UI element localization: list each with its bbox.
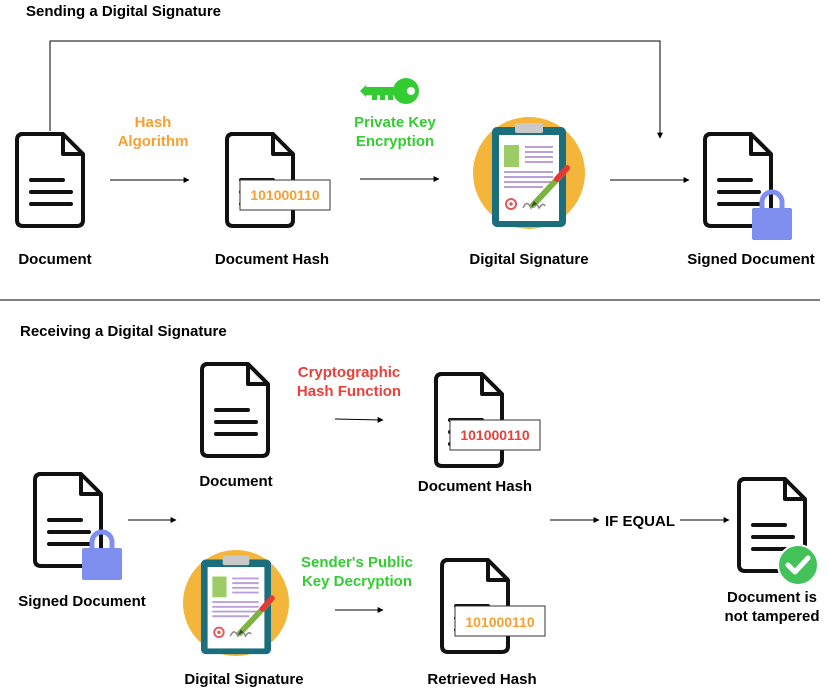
digital-signature-icon	[473, 117, 585, 229]
recv-document-hash-label: Document Hash	[418, 478, 532, 495]
check-icon	[778, 545, 818, 585]
recv-document-icon	[200, 362, 270, 458]
recv-hash-value-text: 101000110	[460, 427, 530, 443]
hash-algorithm-label-line1: Hash	[135, 114, 172, 131]
retrieved-hash-label: Retrieved Hash	[427, 671, 536, 688]
document-icon	[15, 132, 85, 228]
hash-value-box	[239, 179, 331, 211]
if-equal-label: IF EQUAL	[605, 513, 675, 530]
retrieved-hash-value-box	[454, 605, 546, 637]
result-label-line2: not tampered	[724, 608, 819, 625]
send-digital-signature-label: Digital Signature	[469, 251, 588, 268]
retrieved-hash-value-text: 101000110	[465, 614, 535, 630]
receiving-section-title: Receiving a Digital Signature	[20, 323, 227, 340]
send-document-label: Document	[18, 251, 91, 268]
recv-hash-arrow	[334, 416, 384, 423]
crypto-hash-label-line2: Hash Function	[297, 383, 401, 400]
private-key-label-line1: Private Key	[354, 114, 436, 131]
hash-value-text: 101000110	[250, 187, 320, 203]
recv-digital-signature-icon	[183, 550, 289, 656]
result-label-line1: Document is	[727, 589, 817, 606]
private-key-label-line2: Encryption	[356, 133, 434, 150]
document-to-signed-connector	[49, 40, 663, 139]
recv-signed-document-label: Signed Document	[18, 593, 146, 610]
recv-digital-signature-label: Digital Signature	[184, 671, 303, 688]
recv-hash-value-box	[449, 419, 541, 451]
crypto-hash-label-line1: Cryptographic	[298, 364, 401, 381]
public-key-label-line1: Sender's Public	[301, 554, 413, 571]
key-icon	[360, 78, 419, 104]
recv-document-label: Document	[199, 473, 272, 490]
hash-algorithm-label-line2: Algorithm	[118, 133, 189, 150]
sending-section-title: Sending a Digital Signature	[26, 3, 221, 20]
public-key-label-line2: Key Decryption	[302, 573, 412, 590]
send-signed-document-label: Signed Document	[687, 251, 815, 268]
send-document-hash-label: Document Hash	[215, 251, 329, 268]
